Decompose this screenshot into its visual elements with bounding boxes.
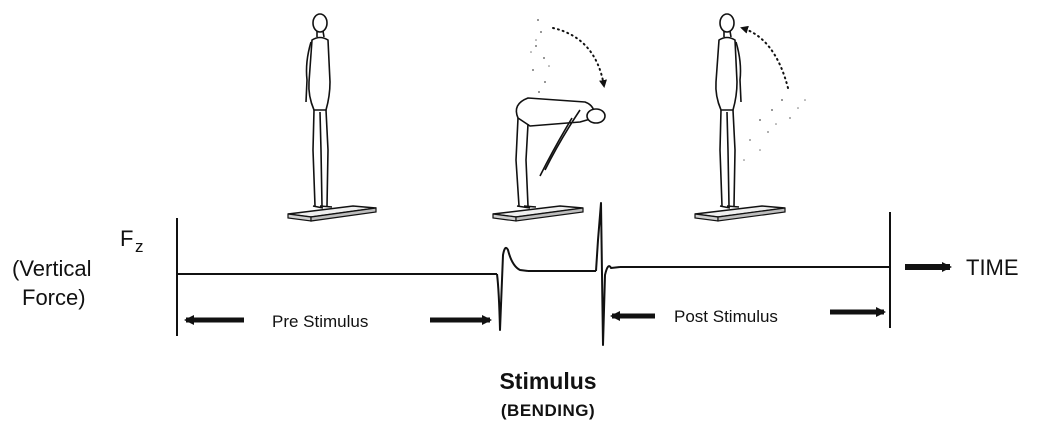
y-axis-label: F z (Vertical Force) xyxy=(12,226,144,310)
figure-bending xyxy=(493,19,605,221)
time-label: TIME xyxy=(966,255,1019,280)
motion-trail-bending xyxy=(530,19,550,93)
y-axis-subscript: z xyxy=(135,237,144,256)
time-axis-arrow: TIME xyxy=(905,255,1019,280)
return-motion-arrow xyxy=(742,28,788,88)
bend-motion-arrow xyxy=(553,28,604,86)
person-bending xyxy=(516,98,605,208)
person-standing-1 xyxy=(306,14,332,208)
motion-trail-return xyxy=(743,99,806,161)
post-stimulus-span: Post Stimulus xyxy=(612,307,884,326)
stimulus-label: Stimulus xyxy=(499,368,596,394)
stimulus-spike-return xyxy=(596,203,620,345)
pre-stimulus-span: Pre Stimulus xyxy=(186,312,490,331)
person-standing-2 xyxy=(716,14,741,208)
force-plate-1 xyxy=(288,206,376,221)
force-plate-3 xyxy=(695,206,785,221)
y-axis-symbol: F xyxy=(120,226,133,251)
stimulus-sublabel: (BENDING) xyxy=(501,401,595,420)
figure-standing-pre xyxy=(288,14,376,221)
figure-standing-post xyxy=(695,14,806,221)
pre-stimulus-label: Pre Stimulus xyxy=(272,312,368,331)
y-axis-desc-line2: Force) xyxy=(22,285,86,310)
force-plate-2 xyxy=(493,206,583,221)
post-stimulus-label: Post Stimulus xyxy=(674,307,778,326)
y-axis-desc-line1: (Vertical xyxy=(12,256,91,281)
stimulus-spike-onset xyxy=(497,248,528,330)
